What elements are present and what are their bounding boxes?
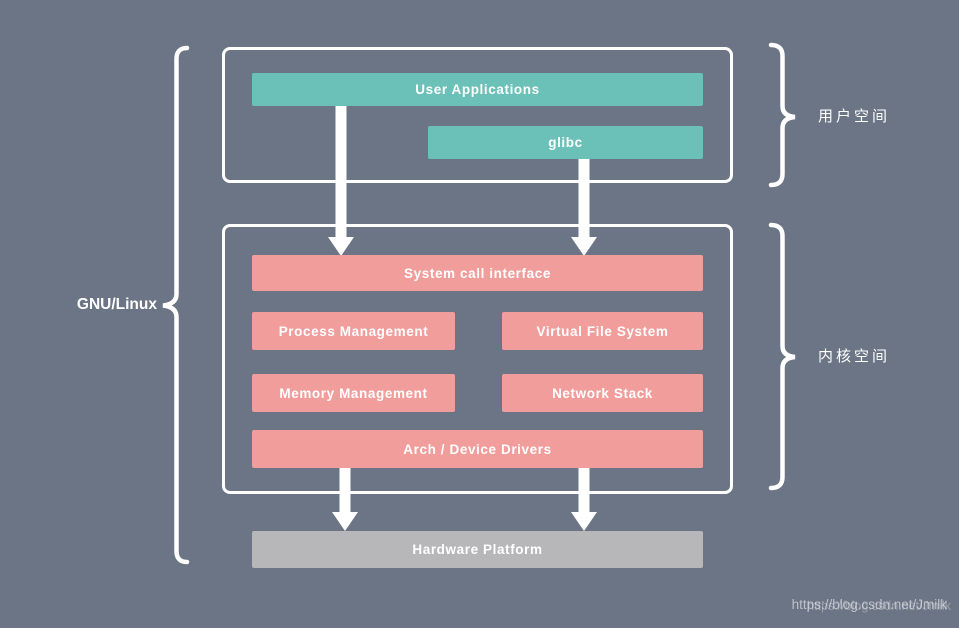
watermark: https://blog.csdn.net/Jmilk https://blog… (791, 597, 951, 617)
user-space-box (222, 47, 733, 183)
process-management-bar: Process Management (252, 312, 455, 350)
virtual-file-system-bar: Virtual File System (502, 312, 703, 350)
kernel-space-box (222, 224, 733, 494)
kernel-space-brace (768, 222, 796, 491)
user-space-label: 用户空间 (818, 108, 891, 125)
user-applications-bar: User Applications (252, 73, 703, 106)
user-space-brace (768, 42, 796, 188)
hardware-platform-bar: Hardware Platform (252, 531, 703, 568)
watermark-ghost-text: https://blog.csdn.net/Jmilk (807, 599, 951, 613)
network-stack-bar: Network Stack (502, 374, 703, 412)
kernel-space-label: 内核空间 (818, 348, 891, 365)
gnu-linux-label: GNU/Linux (76, 296, 157, 313)
watermark-text: https://blog.csdn.net/Jmilk (791, 597, 947, 612)
memory-management-bar: Memory Management (252, 374, 455, 412)
arch-device-drivers-bar: Arch / Device Drivers (252, 430, 703, 468)
system-call-interface-bar: System call interface (252, 255, 703, 291)
gnu-linux-brace (162, 45, 190, 565)
glibc-bar: glibc (428, 126, 703, 159)
